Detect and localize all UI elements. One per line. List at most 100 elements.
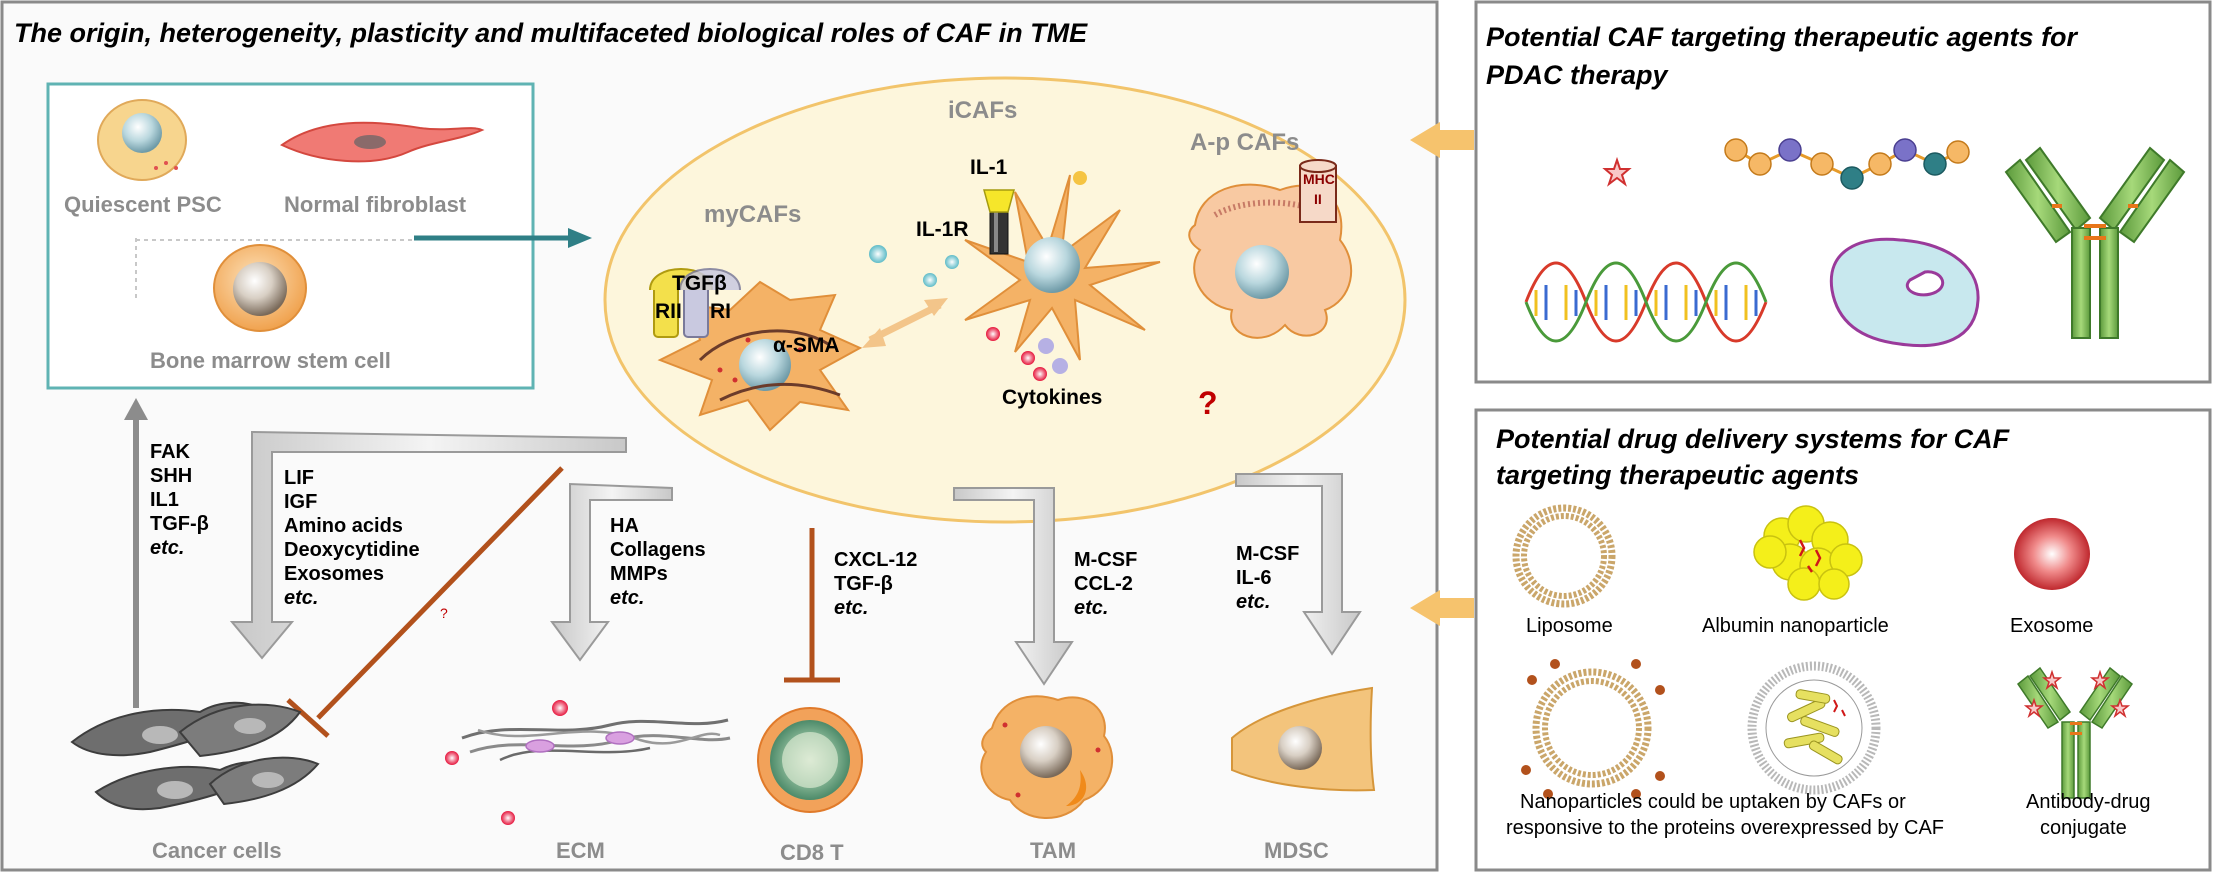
exosome-label: Exosome [2010,615,2093,637]
quiescent-psc-cell [97,99,187,181]
inhibit-cd8-line [784,528,840,683]
svg-text:CCL-2: CCL-2 [1074,573,1133,595]
antibody-icon [2004,146,2186,339]
svg-text:etc.: etc. [834,597,868,619]
nanoparticle-label-line2: responsive to the proteins overexpressed… [1506,817,1944,839]
liposome-label: Liposome [1526,615,1613,637]
top-right-title-line1: Potential CAF targeting therapeutic agen… [1486,22,2079,52]
il1r-label: IL-1R [916,218,969,241]
factor-group-5: M-CSF CCL-2 etc. [1074,549,1137,619]
apcafs-label: A-p CAFs [1190,129,1299,156]
bone-marrow-stem-cell [213,244,307,332]
factor-group-2: LIF IGF Amino acids Deoxycytidine Exosom… [284,467,420,609]
liposome-icon [1512,504,1616,608]
dna-helix-icon [1524,261,1768,343]
small-molecule-star-icon [1602,156,1632,187]
bone-marrow-label: Bone marrow stem cell [150,348,391,373]
polymeric-micelle-icon [1747,661,1881,795]
left-panel-title: The origin, heterogeneity, plasticity an… [14,18,1088,48]
albumin-label: Albumin nanoparticle [1702,615,1889,637]
cd8-t-label: CD8 T [780,840,844,865]
svg-text:M-CSF: M-CSF [1236,543,1299,565]
svg-text:SHH: SHH [150,465,192,487]
cancer-to-origin-arrow [124,398,148,708]
arrow-to-tam [953,487,1074,686]
asma-label: α-SMA [773,334,840,357]
top-right-title-line2: PDAC therapy [1486,60,1670,90]
inhibit-cancer-line [286,466,564,738]
svg-text:TGF-β: TGF-β [834,573,893,595]
adc-label-line2: conjugate [2040,817,2127,839]
mdsc-icon [1231,686,1376,792]
svg-text:CXCL-12: CXCL-12 [834,549,917,571]
cd8-t-cell-icon [757,707,863,813]
svg-text:FAK: FAK [150,441,191,463]
bottom-right-title-line1: Potential drug delivery systems for CAF [1496,424,2011,454]
tgfb-label: TGFβ [672,272,727,295]
ri-label: RI [710,300,731,323]
svg-text:TGF-β: TGF-β [150,513,209,535]
mycaf-cell [657,280,863,432]
icafs-label: iCAFs [948,97,1017,124]
svg-text:etc.: etc. [1074,597,1108,619]
apcaf-question-mark: ? [1198,385,1218,421]
svg-text:IL-6: IL-6 [1236,567,1272,589]
svg-text:IGF: IGF [284,491,317,513]
tam-icon [980,695,1114,819]
ecm-label: ECM [556,838,605,863]
arrow-to-mdsc [1235,473,1362,656]
mycafs-label: myCAFs [704,201,801,228]
factor-group-6: M-CSF IL-6 etc. [1236,543,1299,613]
svg-text:Amino acids: Amino acids [284,515,403,537]
factor-group-4: CXCL-12 TGF-β etc. [834,549,917,619]
cancer-cells-icon [70,701,320,811]
peptide-chain-icon [1724,138,1970,190]
icaf-cell [964,174,1161,361]
quiescent-psc-label: Quiescent PSC [64,192,222,217]
cancer-cells-label: Cancer cells [152,838,282,863]
ecm-icon [445,700,731,825]
normal-fibroblast-cell [280,121,485,163]
normal-fibroblast-label: Normal fibroblast [284,192,467,217]
il1-label: IL-1 [970,156,1008,179]
cytokine-dots [869,171,1087,381]
mhc-label: MHC [1303,171,1335,187]
cytokines-label: Cytokines [1002,386,1102,409]
svg-text:MMPs: MMPs [610,563,668,585]
factor-group-1: FAK SHH IL1 TGF-β etc. [150,441,209,559]
nanoparticle-label-line1: Nanoparticles could be uptaken by CAFs o… [1520,791,1906,813]
small-question-mark: ? [440,605,448,621]
block-arrow-bottom [1410,590,1474,626]
svg-text:M-CSF: M-CSF [1074,549,1137,571]
svg-text:etc.: etc. [284,587,318,609]
arrow-to-ecm [550,482,673,662]
protein-blob-icon [1829,237,1980,348]
svg-text:IL1: IL1 [150,489,179,511]
svg-text:LIF: LIF [284,467,314,489]
svg-text:Exosomes: Exosomes [284,563,384,585]
mhc-ii-label: II [1314,191,1322,207]
factor-group-3: HA Collagens MMPs etc. [610,515,706,609]
antibody-drug-conjugate-icon [2016,666,2134,799]
albumin-nanoparticle-icon [1753,505,1863,601]
svg-text:etc.: etc. [150,537,184,559]
svg-text:Collagens: Collagens [610,539,706,561]
mdsc-label: MDSC [1264,838,1329,863]
il1-receptor-icon [983,189,1015,255]
tgfb-receptor-icon [649,268,741,338]
arrow-to-cancer-cells [229,430,627,660]
exosome-icon [2014,518,2090,590]
targeted-nanoparticle-icon [1521,659,1665,799]
adc-label-line1: Antibody-drug [2026,791,2151,813]
svg-text:etc.: etc. [1236,591,1270,613]
mhc-ii-icon [1299,159,1337,223]
tam-label: TAM [1030,838,1076,863]
svg-text:etc.: etc. [610,587,644,609]
svg-text:Deoxycytidine: Deoxycytidine [284,539,420,561]
rii-label: RII [655,300,682,323]
interconversion-arrow [862,298,948,348]
block-arrow-top [1410,122,1474,158]
origin-to-caf-arrow [414,228,592,248]
svg-text:HA: HA [610,515,639,537]
